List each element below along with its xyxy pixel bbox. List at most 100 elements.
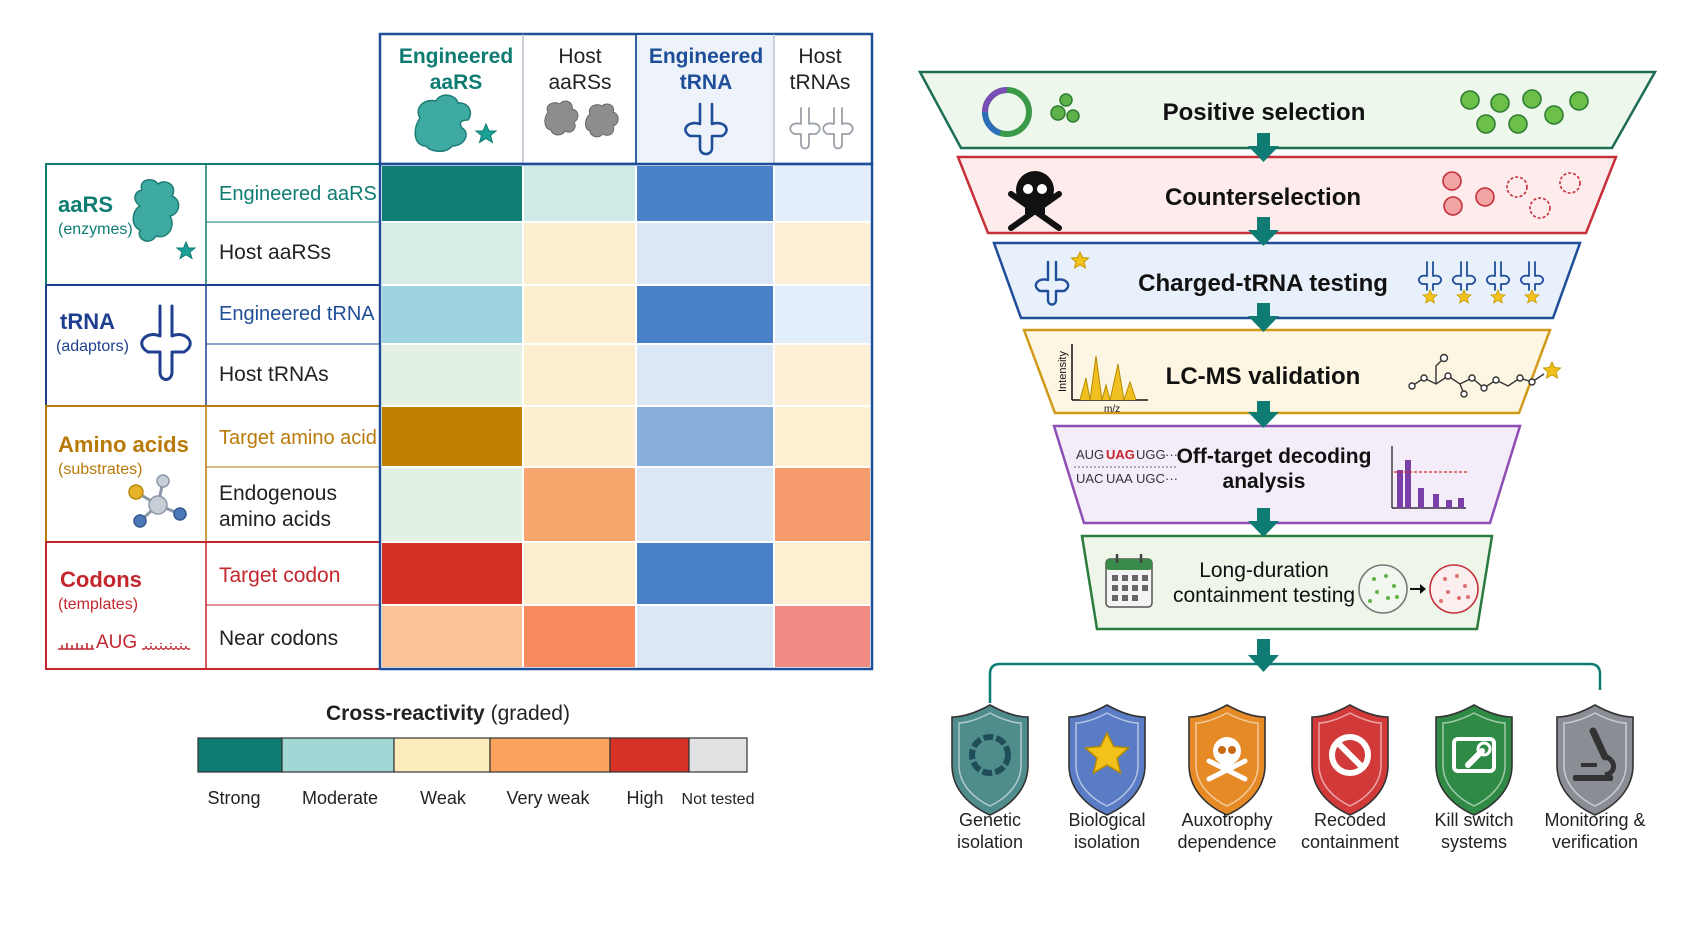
codon-top-4: ···	[1165, 447, 1178, 462]
heatmap-cell	[775, 606, 870, 667]
branch-arrow	[1248, 639, 1279, 672]
row-label-near-codons: Near codons	[219, 627, 338, 650]
heatmap-cell	[637, 606, 773, 667]
strategy-label-line2: systems	[1441, 832, 1507, 852]
step-arrowhead	[1248, 316, 1279, 332]
bar-histogram-icon	[1391, 446, 1468, 509]
mrna-codon-text: AUG	[96, 632, 137, 653]
heatmap-cell	[775, 407, 870, 466]
shield-inner	[1563, 712, 1627, 807]
engineered-aars-icon	[414, 94, 498, 152]
heatmap-cell	[524, 407, 635, 466]
funnel-step-positive-selection: Positive selection	[917, 70, 1658, 150]
col-header-1-line1: Engineered	[399, 45, 513, 68]
row-label-host-trnas: Host tRNAs	[219, 363, 329, 386]
skull-icon	[1206, 737, 1248, 782]
codon-bottom-3: UGC	[1136, 471, 1165, 486]
host-aars-icon	[544, 100, 619, 138]
codon-top-1: AUG	[1076, 447, 1104, 462]
shield-shape	[1556, 704, 1634, 816]
funnel-step-long-duration: Long-duration containment testing	[1080, 534, 1494, 631]
strategy-label-line1: Recoded	[1314, 810, 1386, 830]
col-header-1-line2: aaRS	[430, 71, 483, 94]
shield-inner	[958, 712, 1022, 807]
peptide-chain-icon	[1408, 353, 1562, 398]
row-label-host-aarss: Host aaRSs	[219, 241, 331, 264]
heatmap-cell	[524, 543, 635, 604]
engineered-trna-header-bg	[636, 35, 774, 163]
step-arrow	[1257, 508, 1270, 523]
heatmap-cell	[524, 223, 635, 284]
shield-inner	[1195, 712, 1259, 807]
switch-icon	[1452, 737, 1496, 773]
strategy-branch-connector	[988, 662, 1602, 703]
host-trnas-icon	[789, 107, 854, 150]
molecule-icon	[128, 474, 187, 528]
heatmap-cell	[775, 166, 870, 221]
strategy-label-line1: Genetic	[959, 810, 1021, 830]
row-label-target-codon: Target codon	[219, 564, 340, 587]
codon-top-3: UGG	[1136, 447, 1166, 462]
strategy-label-line2: verification	[1552, 832, 1638, 852]
heatmap-cell	[637, 166, 773, 221]
legend-swatch	[281, 737, 395, 773]
shield-inner	[1318, 712, 1382, 807]
prohibit-icon	[1329, 734, 1371, 776]
row-label-endogenous-line2: amino acids	[219, 508, 331, 531]
heatmap-cell	[524, 345, 635, 405]
group-trna-subtitle: (adaptors)	[56, 338, 129, 355]
heatmap-cell	[775, 286, 870, 343]
group-codons-title: Codons	[60, 567, 142, 592]
col-header-2-line1: Host	[558, 45, 601, 68]
heatmap-cell	[382, 166, 522, 221]
trna-icon	[140, 304, 192, 381]
row-group-codons: Codons (templates) AUG	[45, 541, 381, 670]
heatmap-cell	[382, 606, 522, 667]
group-amino-title: Amino acids	[58, 432, 189, 457]
enzyme-icon	[132, 179, 197, 260]
group-amino-subtitle: (substrates)	[58, 461, 142, 478]
colony-dots-icon	[1460, 89, 1589, 134]
codon-bottom-1: UAC	[1076, 471, 1103, 486]
strategy-microscope: Monitoring &verification	[1544, 704, 1646, 852]
strategy-label-line1: Kill switch	[1434, 810, 1513, 830]
shield-inner	[1442, 712, 1506, 807]
step-arrow	[1257, 401, 1270, 414]
step-arrowhead	[1248, 230, 1279, 246]
step-arrow	[1257, 133, 1270, 148]
step-positive-selection-label: Positive selection	[1163, 99, 1366, 126]
heatmap-cell	[637, 543, 773, 604]
step-counterselection-label: Counterselection	[1165, 184, 1361, 211]
strategy-label-line1: Biological	[1068, 810, 1145, 830]
col-header-3-line1: Engineered	[649, 45, 763, 68]
heatmap-cell	[382, 223, 522, 284]
legend-label: Weak	[420, 788, 467, 808]
mrna-icon: AUG	[58, 632, 190, 653]
legend-swatch	[393, 737, 491, 773]
codon-bottom-4: ···	[1165, 471, 1178, 486]
step-charged-trna-label: Charged-tRNA testing	[1138, 270, 1388, 297]
legend-label: High	[626, 788, 663, 808]
group-trna-title: tRNA	[60, 309, 115, 334]
col-header-2-line2: aaRSs	[548, 71, 611, 94]
legend-label: Very weak	[506, 788, 590, 808]
col-header-4-line2: tRNAs	[790, 71, 851, 94]
funnel-step-counterselection: Counterselection	[956, 155, 1618, 235]
strategy-label-line2: dependence	[1177, 832, 1276, 852]
row-label-engineered-aars: Engineered aaRS	[219, 183, 377, 205]
strategy-label-line1: Monitoring &	[1544, 810, 1645, 830]
heatmap-cell	[775, 345, 870, 405]
heatmap-cell	[775, 223, 870, 284]
strategy-label-line2: isolation	[957, 832, 1023, 852]
row-label-engineered-trna: Engineered tRNA	[219, 303, 375, 325]
heatmap-cell	[524, 468, 635, 541]
heatmap-cell	[637, 223, 773, 284]
heatmap-cell	[524, 286, 635, 343]
heatmap-cell	[382, 543, 522, 604]
codon-top-2: UAG	[1106, 447, 1135, 462]
legend-label: Moderate	[302, 788, 378, 808]
